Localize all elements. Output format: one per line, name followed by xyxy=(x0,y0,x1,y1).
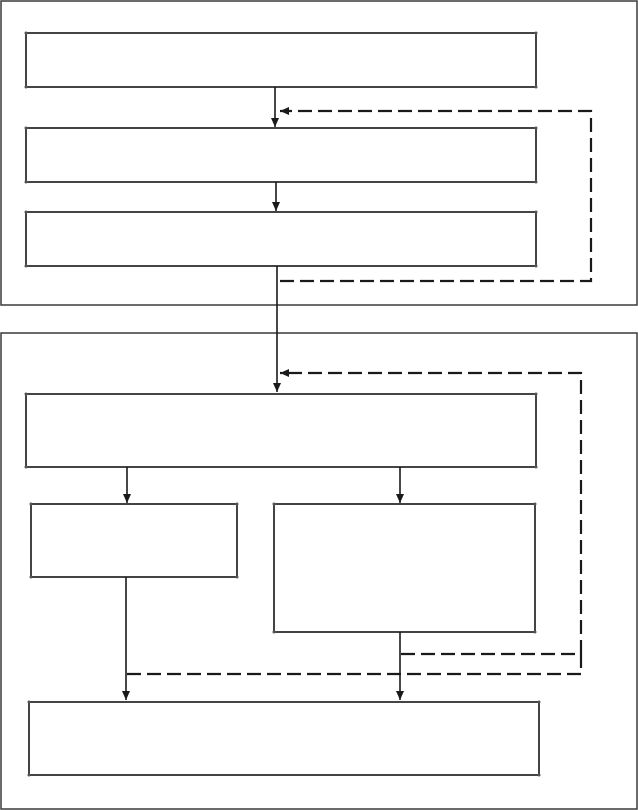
box-4 xyxy=(25,393,537,468)
corner-markers xyxy=(24,31,541,777)
box-1 xyxy=(25,32,537,88)
feedback-box5-to-box4 xyxy=(127,654,583,676)
box-6 xyxy=(273,503,536,633)
box-7 xyxy=(28,701,540,776)
feedback-box6-to-box4 xyxy=(280,369,583,656)
box-3 xyxy=(25,211,537,267)
box-5 xyxy=(30,503,238,578)
box-2 xyxy=(25,127,537,183)
